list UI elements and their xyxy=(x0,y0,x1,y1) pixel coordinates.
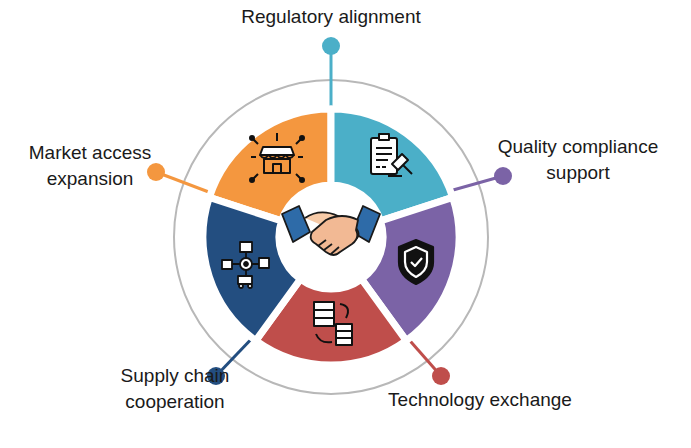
store-icon xyxy=(250,133,304,182)
leader-dot xyxy=(494,167,512,185)
leader-line xyxy=(156,172,214,194)
shield-icon-part xyxy=(405,247,427,277)
leader-lines xyxy=(156,46,503,376)
supply-network-icon-part xyxy=(259,258,269,268)
database-icon-part xyxy=(314,302,334,310)
center-disc xyxy=(281,187,381,287)
clipboard-gavel-icon-part xyxy=(379,134,389,140)
shield-icon xyxy=(399,240,433,284)
clipboard-gavel-icon-part xyxy=(403,165,412,174)
segment-label: Quality compliance support xyxy=(478,134,678,186)
database-icon-part xyxy=(336,324,352,331)
store-icon-part xyxy=(251,133,303,179)
database-icon-part xyxy=(316,304,348,342)
handshake-icon-part xyxy=(282,206,310,242)
clipboard-gavel-icon-part xyxy=(371,138,397,174)
supply-network-icon-part xyxy=(232,252,259,276)
supply-network-icon xyxy=(222,242,269,288)
store-icon-part xyxy=(264,159,290,173)
leader-dot xyxy=(147,163,165,181)
handshake-icon-part xyxy=(318,240,339,254)
leader-dots xyxy=(147,37,512,385)
database-icon-part xyxy=(336,331,352,338)
leader-dot xyxy=(432,367,450,385)
database-icon-part xyxy=(314,310,334,318)
store-icon-part xyxy=(300,178,304,182)
outer-ring xyxy=(174,80,488,394)
shield-icon-part xyxy=(399,240,433,284)
shield-icon-part xyxy=(411,258,422,266)
clipboard-gavel-icon-part xyxy=(376,148,392,167)
clipboard-gavel-icon xyxy=(371,134,412,176)
store-icon-part xyxy=(273,164,281,173)
ring-segments xyxy=(203,109,459,365)
supply-network-icon-part xyxy=(238,276,252,284)
database-icon-part xyxy=(336,338,352,345)
database-icon xyxy=(314,302,352,345)
store-icon-part xyxy=(260,155,294,158)
supply-network-icon-part xyxy=(244,262,248,266)
supply-network-icon-part xyxy=(240,242,252,252)
segment-label: Regulatory alignment xyxy=(196,4,466,30)
segment-label: Technology exchange xyxy=(358,387,602,413)
clipboard-gavel-icon-part xyxy=(388,175,402,177)
store-icon-part xyxy=(300,136,304,140)
supply-network-icon-part xyxy=(240,258,252,270)
leader-dot xyxy=(322,37,340,55)
leader-line xyxy=(330,46,333,110)
database-icon-part xyxy=(314,318,334,326)
segment-label: Supply chain cooperation xyxy=(92,363,258,415)
store-icon-part xyxy=(260,147,294,155)
store-icon-part xyxy=(250,178,254,182)
store-icon-part xyxy=(250,136,254,140)
supply-network-icon-part xyxy=(248,284,252,288)
handshake-icon-part xyxy=(311,216,358,255)
supply-network-icon-part xyxy=(222,260,232,269)
segment-label: Market access expansion xyxy=(14,140,166,192)
supply-network-icon-part xyxy=(239,284,243,288)
handshake-icon xyxy=(282,206,380,255)
